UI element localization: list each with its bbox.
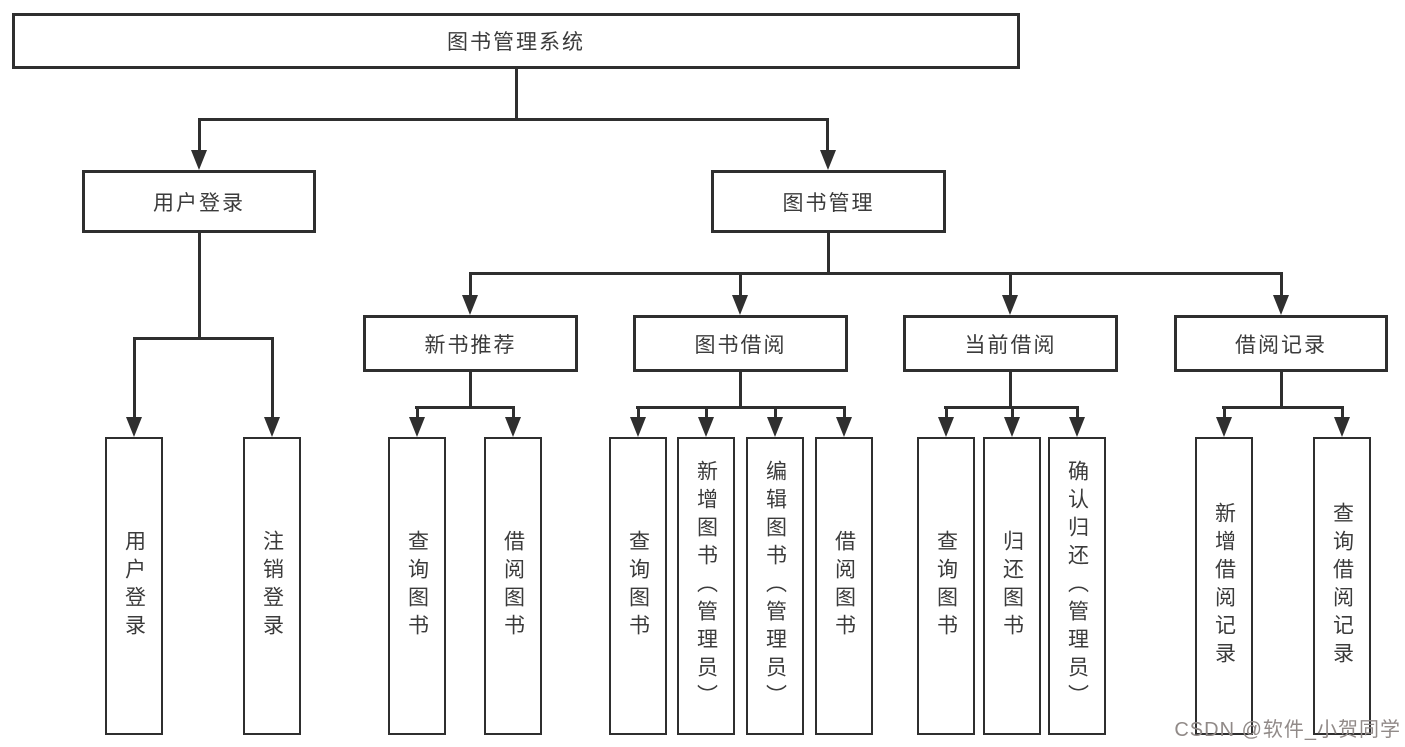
leaf-nb-query-books: 查询图书 — [388, 437, 446, 735]
node-user-login-label: 用户登录 — [153, 191, 245, 215]
connector-line — [739, 272, 742, 298]
connector-line — [133, 337, 274, 340]
leaf-br-add-record: 新增借阅记录 — [1195, 437, 1253, 735]
connector-line — [469, 272, 472, 298]
connector-line — [469, 372, 472, 409]
arrowhead-down-icon — [1334, 417, 1350, 437]
arrowhead-down-icon — [698, 417, 714, 437]
connector-line — [774, 406, 777, 420]
arrowhead-down-icon — [630, 417, 646, 437]
node-new-book-recommend-label: 新书推荐 — [424, 333, 517, 357]
connector-line — [1280, 372, 1283, 409]
connector-line — [198, 118, 201, 152]
leaf-label: 查询借阅记录 — [1330, 502, 1354, 670]
node-user-login: 用户登录 — [82, 170, 316, 233]
leaf-cb-query-books: 查询图书 — [917, 437, 975, 735]
arrowhead-down-icon — [1273, 295, 1289, 315]
arrowhead-down-icon — [1069, 417, 1085, 437]
connector-line — [198, 118, 829, 121]
connector-line — [705, 406, 708, 420]
connector-line — [512, 406, 515, 420]
connector-line — [469, 272, 1283, 275]
connector-line — [636, 406, 846, 409]
node-book-borrow-label: 图书借阅 — [694, 333, 787, 357]
arrowhead-down-icon — [836, 417, 852, 437]
connector-line — [827, 233, 830, 274]
arrowhead-down-icon — [264, 417, 280, 437]
connector-line — [1011, 406, 1014, 420]
arrowhead-down-icon — [505, 417, 521, 437]
leaf-label: 新增借阅记录 — [1212, 502, 1236, 670]
node-book-borrow: 图书借阅 — [633, 315, 848, 372]
node-new-book-recommend: 新书推荐 — [363, 315, 578, 372]
arrowhead-down-icon — [462, 295, 478, 315]
arrowhead-down-icon — [732, 295, 748, 315]
leaf-logout: 注销登录 — [243, 437, 301, 735]
arrowhead-down-icon — [1002, 295, 1018, 315]
arrowhead-down-icon — [767, 417, 783, 437]
connector-line — [826, 118, 829, 152]
connector-line — [416, 406, 419, 420]
arrowhead-down-icon — [1216, 417, 1232, 437]
leaf-label: 查询图书 — [934, 530, 958, 642]
connector-line — [133, 337, 136, 419]
connector-line — [843, 406, 846, 420]
leaf-label: 借阅图书 — [501, 530, 525, 642]
node-current-borrow: 当前借阅 — [903, 315, 1118, 372]
node-root-label: 图书管理系统 — [447, 31, 585, 54]
leaf-label: 查询图书 — [405, 530, 429, 642]
leaf-cb-confirm-return-admin: 确认归还（管理员） — [1048, 437, 1106, 735]
connector-line — [1341, 406, 1344, 420]
leaf-br-query-record: 查询借阅记录 — [1313, 437, 1371, 735]
leaf-bb-add-books-admin: 新增图书（管理员） — [677, 437, 735, 735]
arrowhead-down-icon — [126, 417, 142, 437]
leaf-cb-return-books: 归还图书 — [983, 437, 1041, 735]
connector-line — [1009, 372, 1012, 409]
connector-line — [1076, 406, 1079, 420]
leaf-nb-borrow-books: 借阅图书 — [484, 437, 542, 735]
node-root: 图书管理系统 — [12, 13, 1020, 69]
connector-line — [515, 69, 518, 121]
node-borrow-records-label: 借阅记录 — [1235, 333, 1327, 357]
connector-line — [1009, 272, 1012, 298]
leaf-label: 注销登录 — [260, 530, 284, 642]
leaf-bb-edit-books-admin: 编辑图书（管理员） — [746, 437, 804, 735]
leaf-user-login: 用户登录 — [105, 437, 163, 735]
node-book-management-label: 图书管理 — [782, 191, 875, 215]
leaf-label: 查询图书 — [626, 530, 650, 642]
connector-line — [739, 372, 742, 409]
node-borrow-records: 借阅记录 — [1174, 315, 1388, 372]
leaf-bb-borrow-books: 借阅图书 — [815, 437, 873, 735]
arrowhead-down-icon — [409, 417, 425, 437]
leaf-label: 确认归还（管理员） — [1065, 460, 1089, 712]
connector-line — [1222, 406, 1344, 409]
arrowhead-down-icon — [938, 417, 954, 437]
connector-line — [271, 337, 274, 419]
node-current-borrow-label: 当前借阅 — [964, 333, 1057, 357]
csdn-watermark: CSDN @软件_小贺同学 — [1174, 719, 1401, 741]
connector-line — [415, 406, 515, 409]
leaf-label: 新增图书（管理员） — [694, 460, 718, 712]
node-book-management: 图书管理 — [711, 170, 946, 233]
arrowhead-down-icon — [191, 150, 207, 170]
leaf-label: 借阅图书 — [832, 530, 856, 642]
leaf-label: 编辑图书（管理员） — [763, 460, 787, 712]
connector-line — [945, 406, 948, 420]
arrowhead-down-icon — [1004, 417, 1020, 437]
connector-line — [198, 233, 201, 340]
connector-line — [1280, 272, 1283, 298]
connector-line — [637, 406, 640, 420]
arrowhead-down-icon — [820, 150, 836, 170]
leaf-label: 用户登录 — [122, 530, 146, 642]
leaf-bb-query-books: 查询图书 — [609, 437, 667, 735]
connector-line — [1223, 406, 1226, 420]
leaf-label: 归还图书 — [1000, 530, 1024, 642]
